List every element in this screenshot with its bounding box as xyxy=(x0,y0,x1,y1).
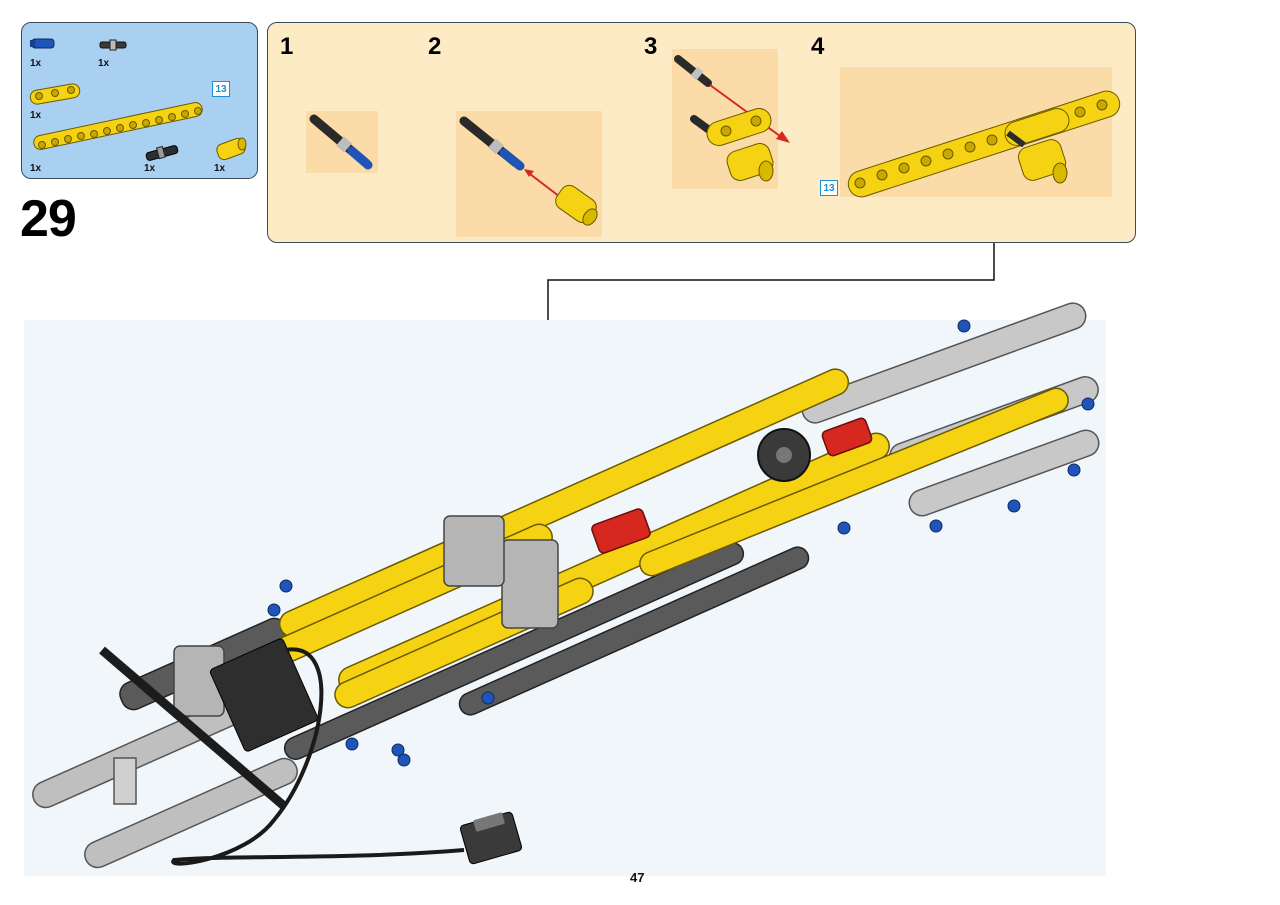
substep-3-assembly xyxy=(674,55,790,182)
qty-label: 1x xyxy=(144,163,156,174)
substep-2-assembly xyxy=(459,116,598,226)
qty-label: 1x xyxy=(30,110,42,121)
substep-illustrations xyxy=(309,55,1121,226)
blue-axle-pin-part xyxy=(30,38,55,49)
front-housing xyxy=(99,638,319,810)
yellow-beams xyxy=(275,368,1069,709)
substep-number-3: 3 xyxy=(644,33,658,60)
yellow-beam-13-part xyxy=(33,102,203,150)
qty-label: 1x xyxy=(30,163,42,174)
qty-label: 1x xyxy=(30,58,42,69)
qty-label: 1x xyxy=(98,58,110,69)
chassis-illustration xyxy=(32,302,1100,869)
power-cable xyxy=(171,647,523,866)
parts-list-panel: 1x 1x 1x 13 1x 1x 1x xyxy=(21,22,258,179)
red-connectors xyxy=(591,417,873,554)
substep-1-assembly xyxy=(309,114,373,170)
step-number: 29 xyxy=(20,190,77,248)
page-number: 47 xyxy=(630,870,645,885)
parts-illustrations xyxy=(29,38,247,161)
black-friction-pin-part xyxy=(145,145,179,161)
yellow-beam-3-part xyxy=(29,83,81,105)
black-axle-pin-part xyxy=(99,39,127,51)
substep-number-2: 2 xyxy=(428,33,442,60)
qty-label: 1x xyxy=(214,163,226,174)
blue-pins xyxy=(267,319,1095,767)
substeps-panel: 1 2 3 4 xyxy=(267,22,1136,243)
length-ref-badge: 13 xyxy=(212,81,230,97)
gear-part xyxy=(757,428,811,482)
substep-number-4: 4 xyxy=(811,33,825,60)
yellow-connector-part xyxy=(216,137,247,161)
main-assembly-view xyxy=(24,302,1106,876)
length-ref-badge: 13 xyxy=(820,180,838,196)
grey-brackets xyxy=(173,515,559,717)
substep-number-1: 1 xyxy=(280,33,294,60)
substep-4-assembly xyxy=(847,90,1121,198)
